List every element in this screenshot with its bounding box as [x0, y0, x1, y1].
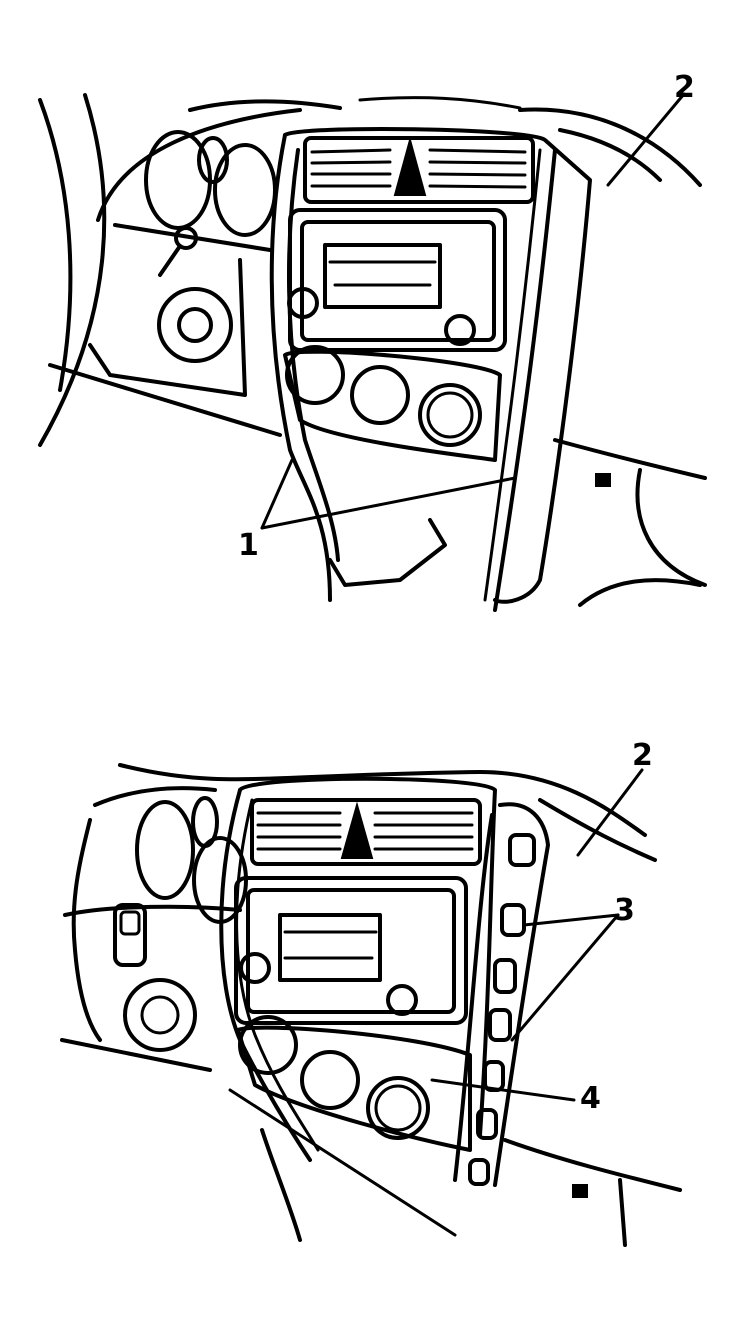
leader-line-4	[430, 1078, 576, 1102]
callout-2-bottom: 2	[632, 738, 653, 773]
lower-left-bezel	[123, 978, 197, 1052]
audio-unit-frame	[234, 876, 468, 1025]
climate-knob-left	[238, 1015, 298, 1075]
callout-4: 4	[580, 1081, 601, 1116]
cluster-lower-edge	[113, 223, 272, 252]
ignition-switch	[177, 307, 213, 343]
retaining-clip	[500, 903, 526, 937]
climate-knob-right	[418, 383, 482, 447]
center-bezel-outer	[283, 126, 592, 604]
gauge-middle	[197, 136, 229, 184]
dash-top-edge	[118, 763, 647, 837]
audio-unit-frame	[288, 208, 507, 352]
retaining-clip	[493, 958, 517, 994]
center-vent-frame	[250, 798, 482, 866]
glovebox-lower	[578, 578, 702, 607]
retaining-clip	[476, 1108, 498, 1140]
retaining-clip	[483, 1060, 505, 1092]
center-vent-louvers	[256, 811, 474, 851]
steering-wheel-rim-inner	[38, 93, 107, 447]
retaining-clip	[508, 833, 536, 867]
center-stack-outer	[238, 776, 497, 1137]
steering-wheel-rim	[38, 98, 73, 392]
climate-panel-outline	[236, 1025, 472, 1152]
dash-top-mid	[358, 96, 522, 110]
lower-console-left	[328, 518, 447, 587]
glovebox-edge	[635, 468, 707, 587]
center-bezel-left-edge	[269, 133, 332, 602]
instrument-cluster-hood	[96, 108, 302, 222]
cluster-knob-stem	[158, 244, 182, 277]
gauge-left	[135, 800, 195, 900]
leader-line-2	[606, 92, 686, 187]
fastener-strip-outer	[493, 802, 550, 1187]
leader-line-3b	[510, 913, 620, 1042]
audio-display	[278, 913, 382, 982]
climate-knob-right	[366, 1076, 430, 1140]
dash-top-right-inner	[558, 128, 662, 182]
center-vent-frame	[303, 136, 535, 204]
glovebox-latch	[595, 473, 611, 487]
gauge-right	[213, 143, 277, 237]
audio-unit-inner	[300, 220, 496, 342]
lower-console-line	[228, 1088, 457, 1237]
climate-knob-right-ring	[374, 1084, 422, 1132]
callout-2-top: 2	[674, 70, 695, 105]
right-lower-dash	[553, 438, 707, 480]
dash-left-edge	[71, 818, 102, 1042]
climate-knob-center	[300, 1050, 360, 1110]
hazard-switch	[393, 136, 427, 196]
left-switch	[119, 910, 141, 936]
callout-3: 3	[614, 893, 635, 928]
audio-knob-left	[287, 287, 319, 319]
trim-panel-right-edge-inner	[483, 148, 542, 602]
dash-lower-line	[48, 363, 282, 437]
right-lower-dash	[503, 1138, 682, 1192]
ignition-bezel	[157, 287, 233, 363]
audio-unit-inner	[246, 888, 456, 1014]
audio-knob-right	[444, 314, 476, 346]
climate-panel-outline	[283, 349, 502, 462]
hazard-switch	[340, 801, 374, 859]
glovebox-latch	[572, 1184, 588, 1198]
climate-knob-right-ring	[426, 391, 474, 439]
audio-knob-right	[386, 984, 418, 1016]
leader-line-3a	[522, 913, 620, 927]
fastener-strip-inner	[453, 813, 494, 1182]
dash-top-right	[538, 798, 657, 862]
climate-knob-left	[285, 345, 345, 405]
leader-line-2-bottom	[576, 768, 644, 857]
leader-line-1b	[260, 476, 517, 530]
dash-top-right-edge	[518, 107, 702, 187]
dash-left-lower-line	[60, 1038, 212, 1072]
glovebox-edge	[618, 1178, 627, 1247]
retaining-clip	[488, 1008, 512, 1042]
lower-console	[260, 1128, 302, 1242]
lower-left-panel	[88, 258, 247, 397]
instrument-hood	[93, 786, 217, 807]
callout-1: 1	[238, 528, 259, 563]
audio-display	[323, 243, 442, 309]
audio-knob-left	[239, 952, 271, 984]
leader-line-1a	[260, 458, 294, 530]
dash-left-upper-line	[63, 904, 242, 917]
trim-panel-right-edge	[493, 148, 557, 612]
left-switch-housing	[113, 903, 147, 967]
figure-bottom-bezel-removed: 2 3 4	[60, 738, 682, 1247]
dash-top-edge	[188, 99, 342, 112]
lower-left-switch	[140, 995, 180, 1035]
center-vent-louvers	[310, 148, 527, 189]
center-stack-left	[219, 788, 312, 1162]
retaining-clip	[468, 1158, 490, 1186]
climate-knob-center	[350, 365, 410, 425]
figure-top-dashboard-trim-removal: 1 2	[38, 70, 707, 612]
